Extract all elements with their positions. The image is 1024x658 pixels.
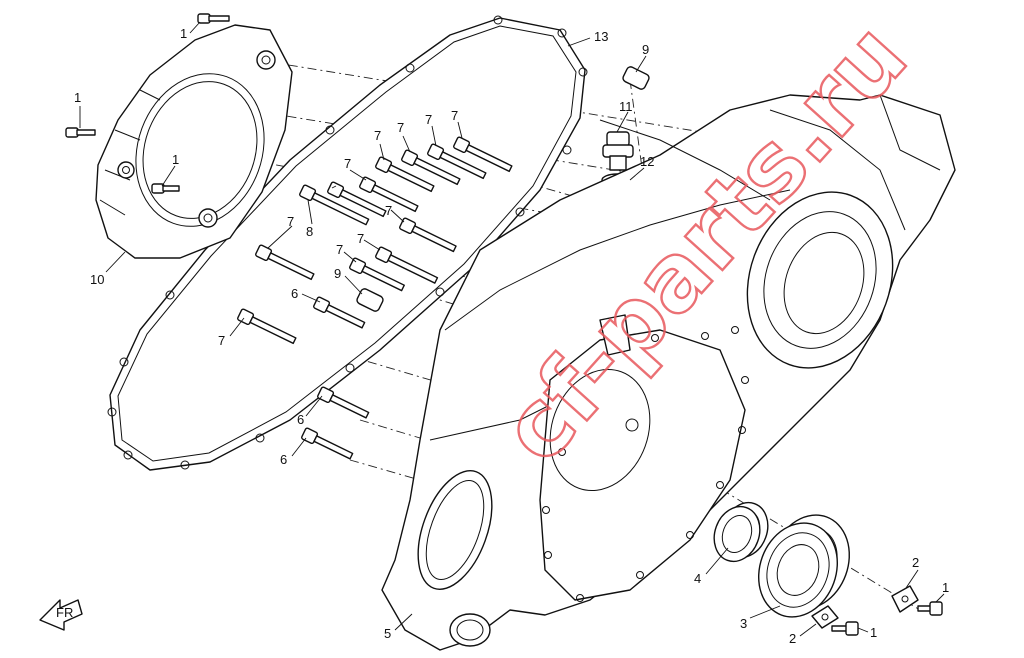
callout-7: 7 (374, 128, 381, 143)
screw-1-bottom (831, 621, 859, 636)
callout-7: 7 (218, 333, 225, 348)
callout-6: 6 (297, 412, 304, 427)
dowel-pin-9-top (622, 66, 650, 90)
front-direction-arrow: FR (39, 599, 83, 631)
callout-3: 3 (740, 616, 747, 631)
callout-7: 7 (385, 203, 392, 218)
callout-1: 1 (74, 90, 81, 105)
drain-plug-11 (602, 131, 634, 171)
oil-seal-4 (713, 501, 769, 563)
callout-1: 1 (870, 625, 877, 640)
leader-lines (79, 21, 945, 637)
bearing-3 (757, 514, 851, 618)
front-arrow-label: FR (56, 605, 73, 620)
screw-1-right (917, 601, 943, 616)
callout-7: 7 (425, 112, 432, 127)
callout-11: 11 (619, 99, 633, 114)
bolt-set (237, 136, 513, 460)
screw-1-top (197, 13, 230, 24)
callout-5: 5 (384, 626, 391, 641)
callout-6: 6 (291, 286, 298, 301)
callout-2: 2 (912, 555, 919, 570)
callout-10: 10 (90, 272, 104, 287)
callout-9: 9 (334, 266, 341, 281)
callout-1: 1 (180, 26, 187, 41)
callout-labels: 1 1 1 1 1 2 2 3 4 5 6 6 6 7 7 7 7 7 7 7 … (74, 26, 949, 646)
callout-12: 12 (640, 154, 654, 169)
callout-9: 9 (642, 42, 649, 57)
callout-7: 7 (357, 231, 364, 246)
retainer-plate-2-right (891, 585, 919, 613)
callout-7: 7 (287, 214, 294, 229)
callout-1: 1 (942, 580, 949, 595)
callout-7: 7 (397, 120, 404, 135)
callout-7: 7 (344, 156, 351, 171)
cover-plate-10 (95, 24, 293, 259)
callout-13: 13 (594, 29, 608, 44)
callout-1: 1 (172, 152, 179, 167)
crankcase-5 (381, 94, 956, 651)
dowel-pin-9-middle (356, 288, 384, 312)
gasket-13 (107, 15, 588, 471)
screw-1-left (65, 127, 96, 138)
callout-6: 6 (280, 452, 287, 467)
callout-7: 7 (336, 242, 343, 257)
callout-2: 2 (789, 631, 796, 646)
retainer-plate-2-bottom (811, 605, 839, 629)
callout-8: 8 (306, 224, 313, 239)
screw-1-center (151, 183, 180, 194)
callout-4: 4 (694, 571, 701, 586)
callout-7: 7 (451, 108, 458, 123)
